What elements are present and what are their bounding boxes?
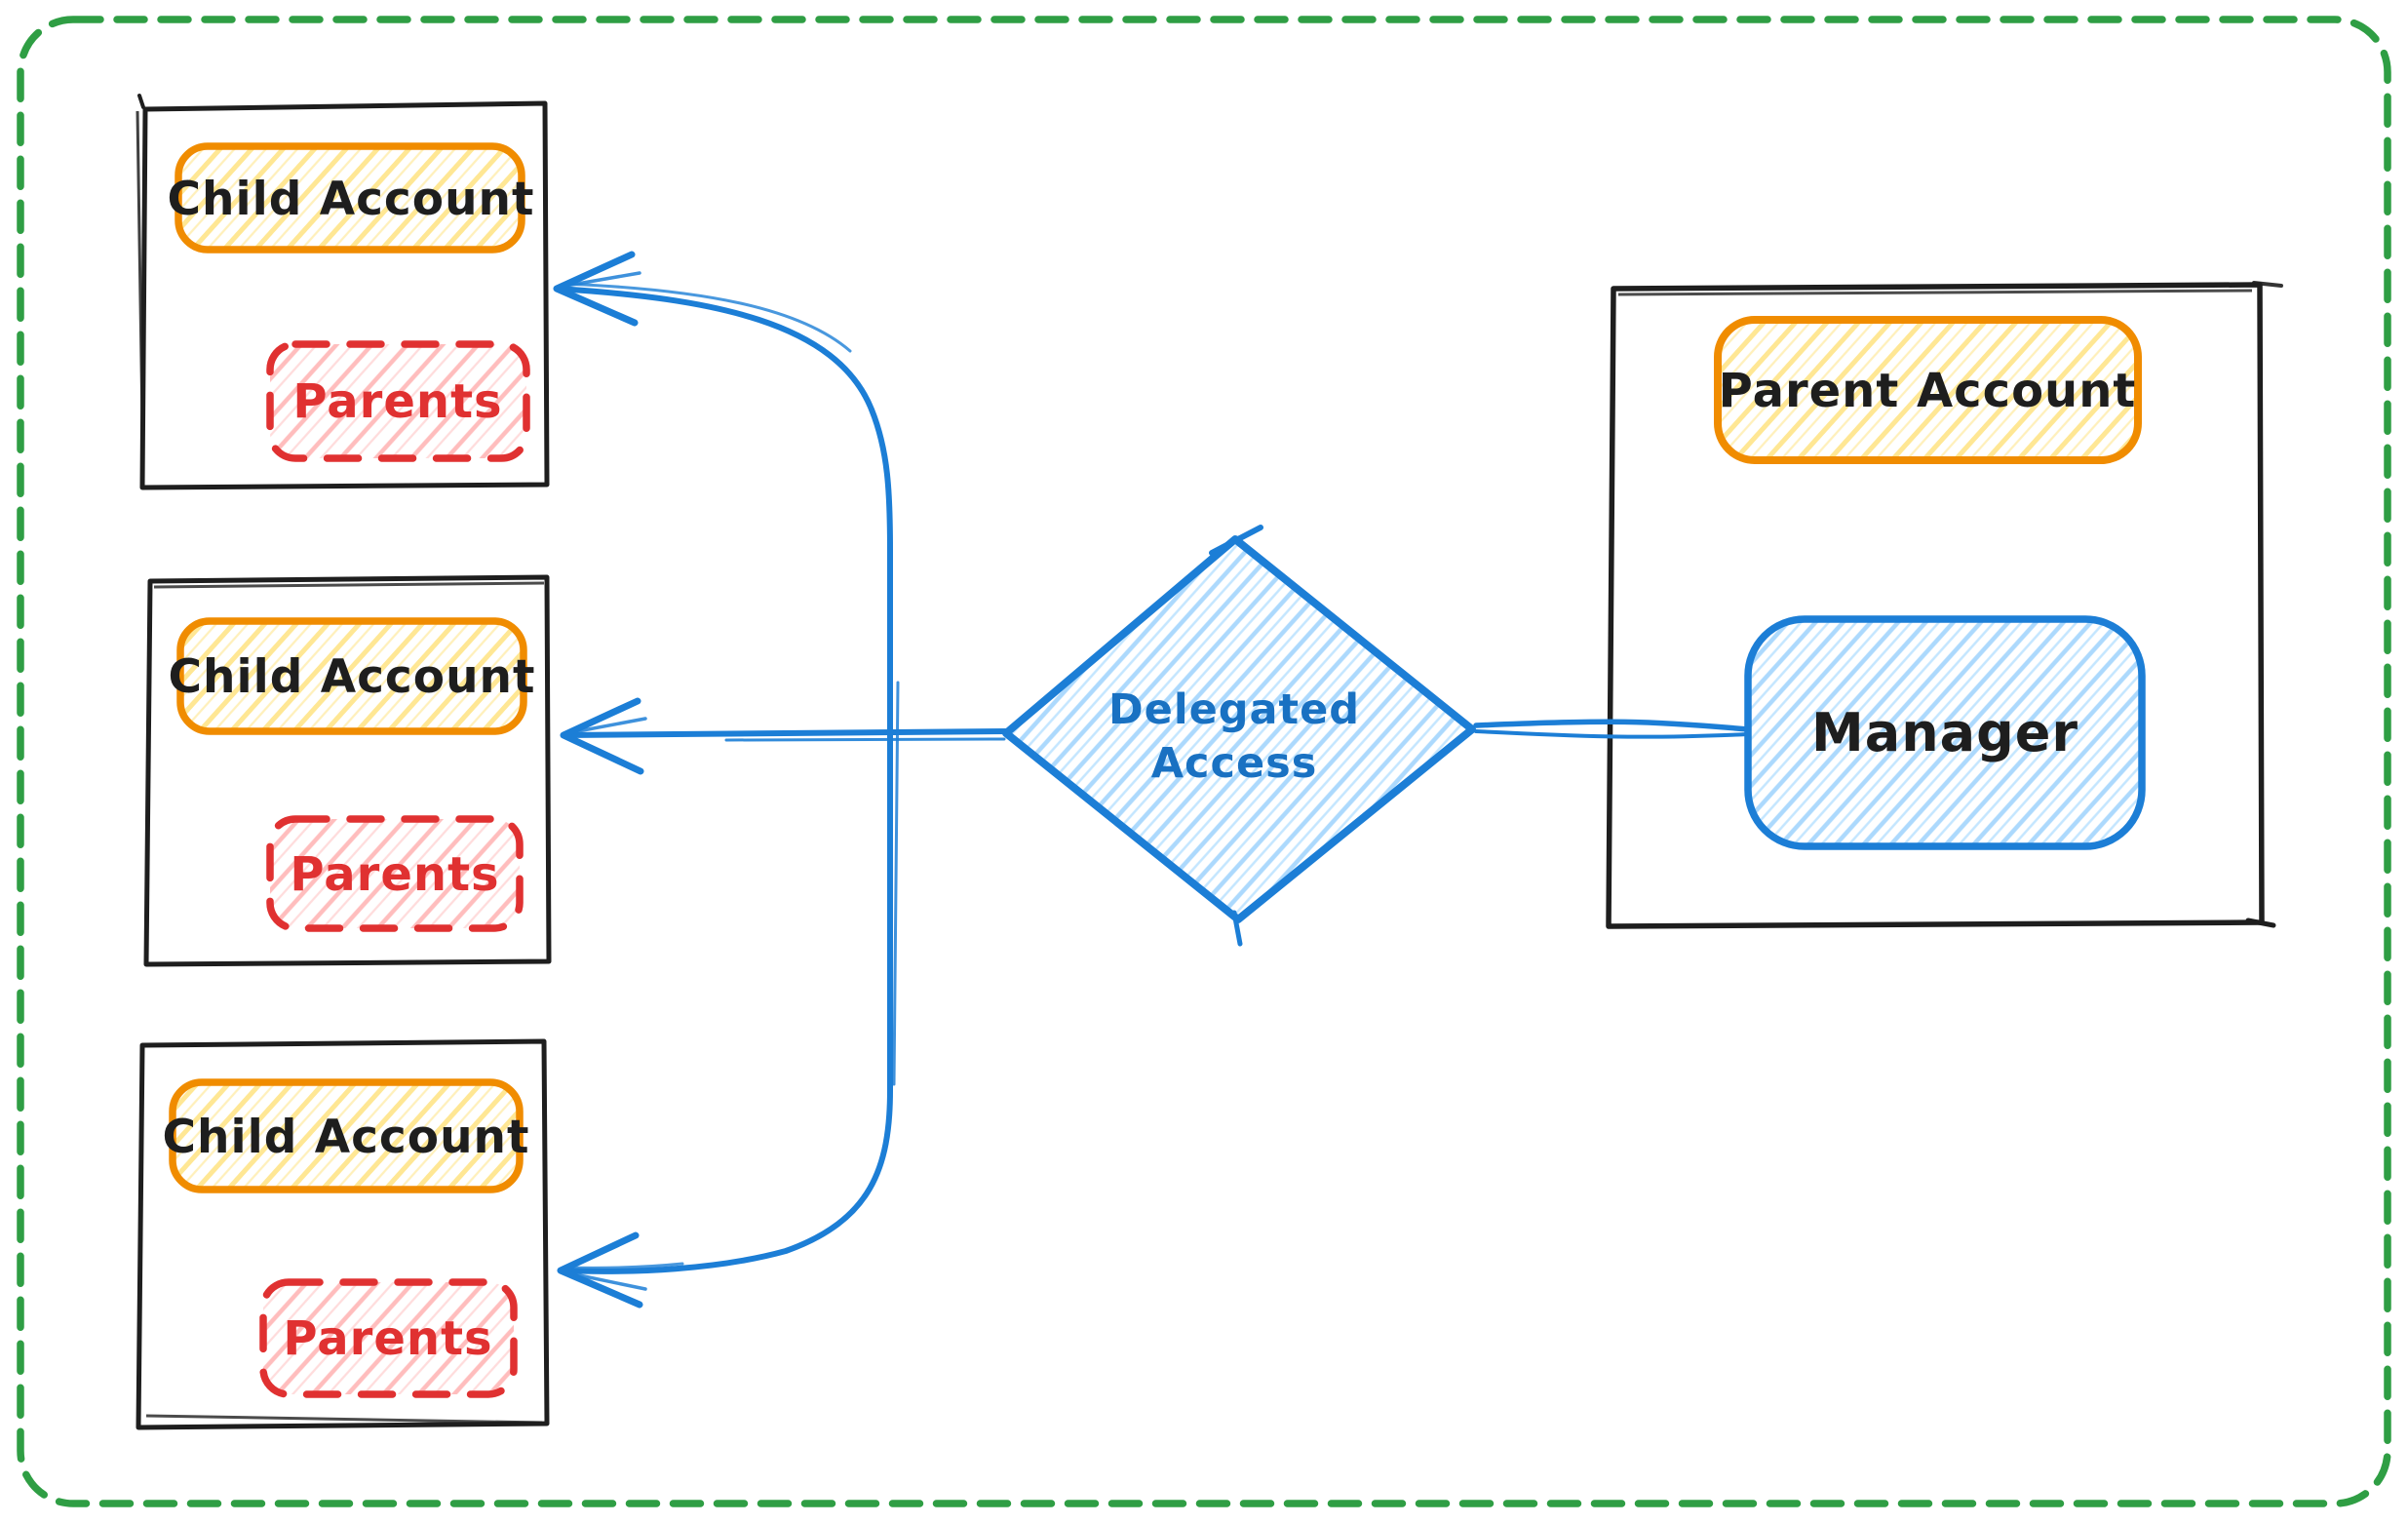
parent-account-title: Parent Account (1719, 364, 2137, 418)
branch-curve (554, 286, 893, 1274)
sketch-overdraw (137, 94, 145, 109)
child-account-title-3: Child Account (163, 1111, 530, 1164)
sketch-overdraw (1209, 525, 1263, 556)
child-account-box-3: Child Account Parents (136, 1038, 550, 1430)
sketch-overdraw (145, 1414, 543, 1425)
child-account-box-2: Child Account Parents (143, 574, 552, 967)
sketch-overdraw (1474, 729, 1750, 739)
child-account-label-3 (169, 1078, 524, 1193)
child-account-label-2 (176, 617, 527, 735)
sketch-overdraw (153, 581, 545, 589)
sketch-overdraw (2245, 918, 2276, 928)
parents-badge-3 (259, 1278, 518, 1398)
sketch-overdraw (892, 681, 900, 1086)
arrowhead-child-1 (553, 251, 639, 327)
arrow-to-child-2-line (561, 728, 1011, 738)
sketch-overdraw (563, 1270, 647, 1291)
parents-label-1: Parents (292, 374, 502, 429)
sketch-overdraw (724, 737, 1006, 742)
connectors (553, 251, 1751, 1309)
decision-label-line2: Access (1151, 739, 1318, 788)
sketch-overdraw (2252, 281, 2283, 288)
parents-badge-2 (266, 815, 524, 932)
parents-label-3: Parents (283, 1311, 492, 1366)
parent-account-box: Parent Account Manager (1606, 281, 2283, 929)
arrowhead-child-2 (560, 697, 644, 775)
decision-diamond: Delegated Access (1002, 525, 1476, 947)
arrowhead-child-3 (557, 1231, 643, 1309)
sketch-overdraw (559, 271, 641, 289)
sketch-overdraw (1617, 289, 2253, 296)
sketch-overdraw (563, 1262, 684, 1270)
sketch-overdraw (1231, 910, 1243, 947)
parent-account-label (1714, 316, 2142, 464)
child-account-label-1 (175, 142, 525, 254)
child-account-title-1: Child Account (168, 173, 535, 226)
manager-to-diamond-line (1473, 719, 1751, 732)
decision-label-line1: Delegated (1108, 685, 1360, 734)
child-account-box-1: Child Account Parents (136, 94, 550, 490)
sketch-overdraw (565, 717, 647, 735)
manager-label: Manager (1811, 702, 2078, 763)
sketch-overdraw (563, 282, 852, 353)
parents-label-2: Parents (290, 847, 499, 902)
child-account-title-2: Child Account (169, 650, 536, 704)
dashed-frame (17, 16, 2391, 1507)
parents-badge-1 (266, 340, 530, 462)
diamond-outline (1002, 535, 1476, 923)
sketch-overdraw (136, 110, 145, 487)
